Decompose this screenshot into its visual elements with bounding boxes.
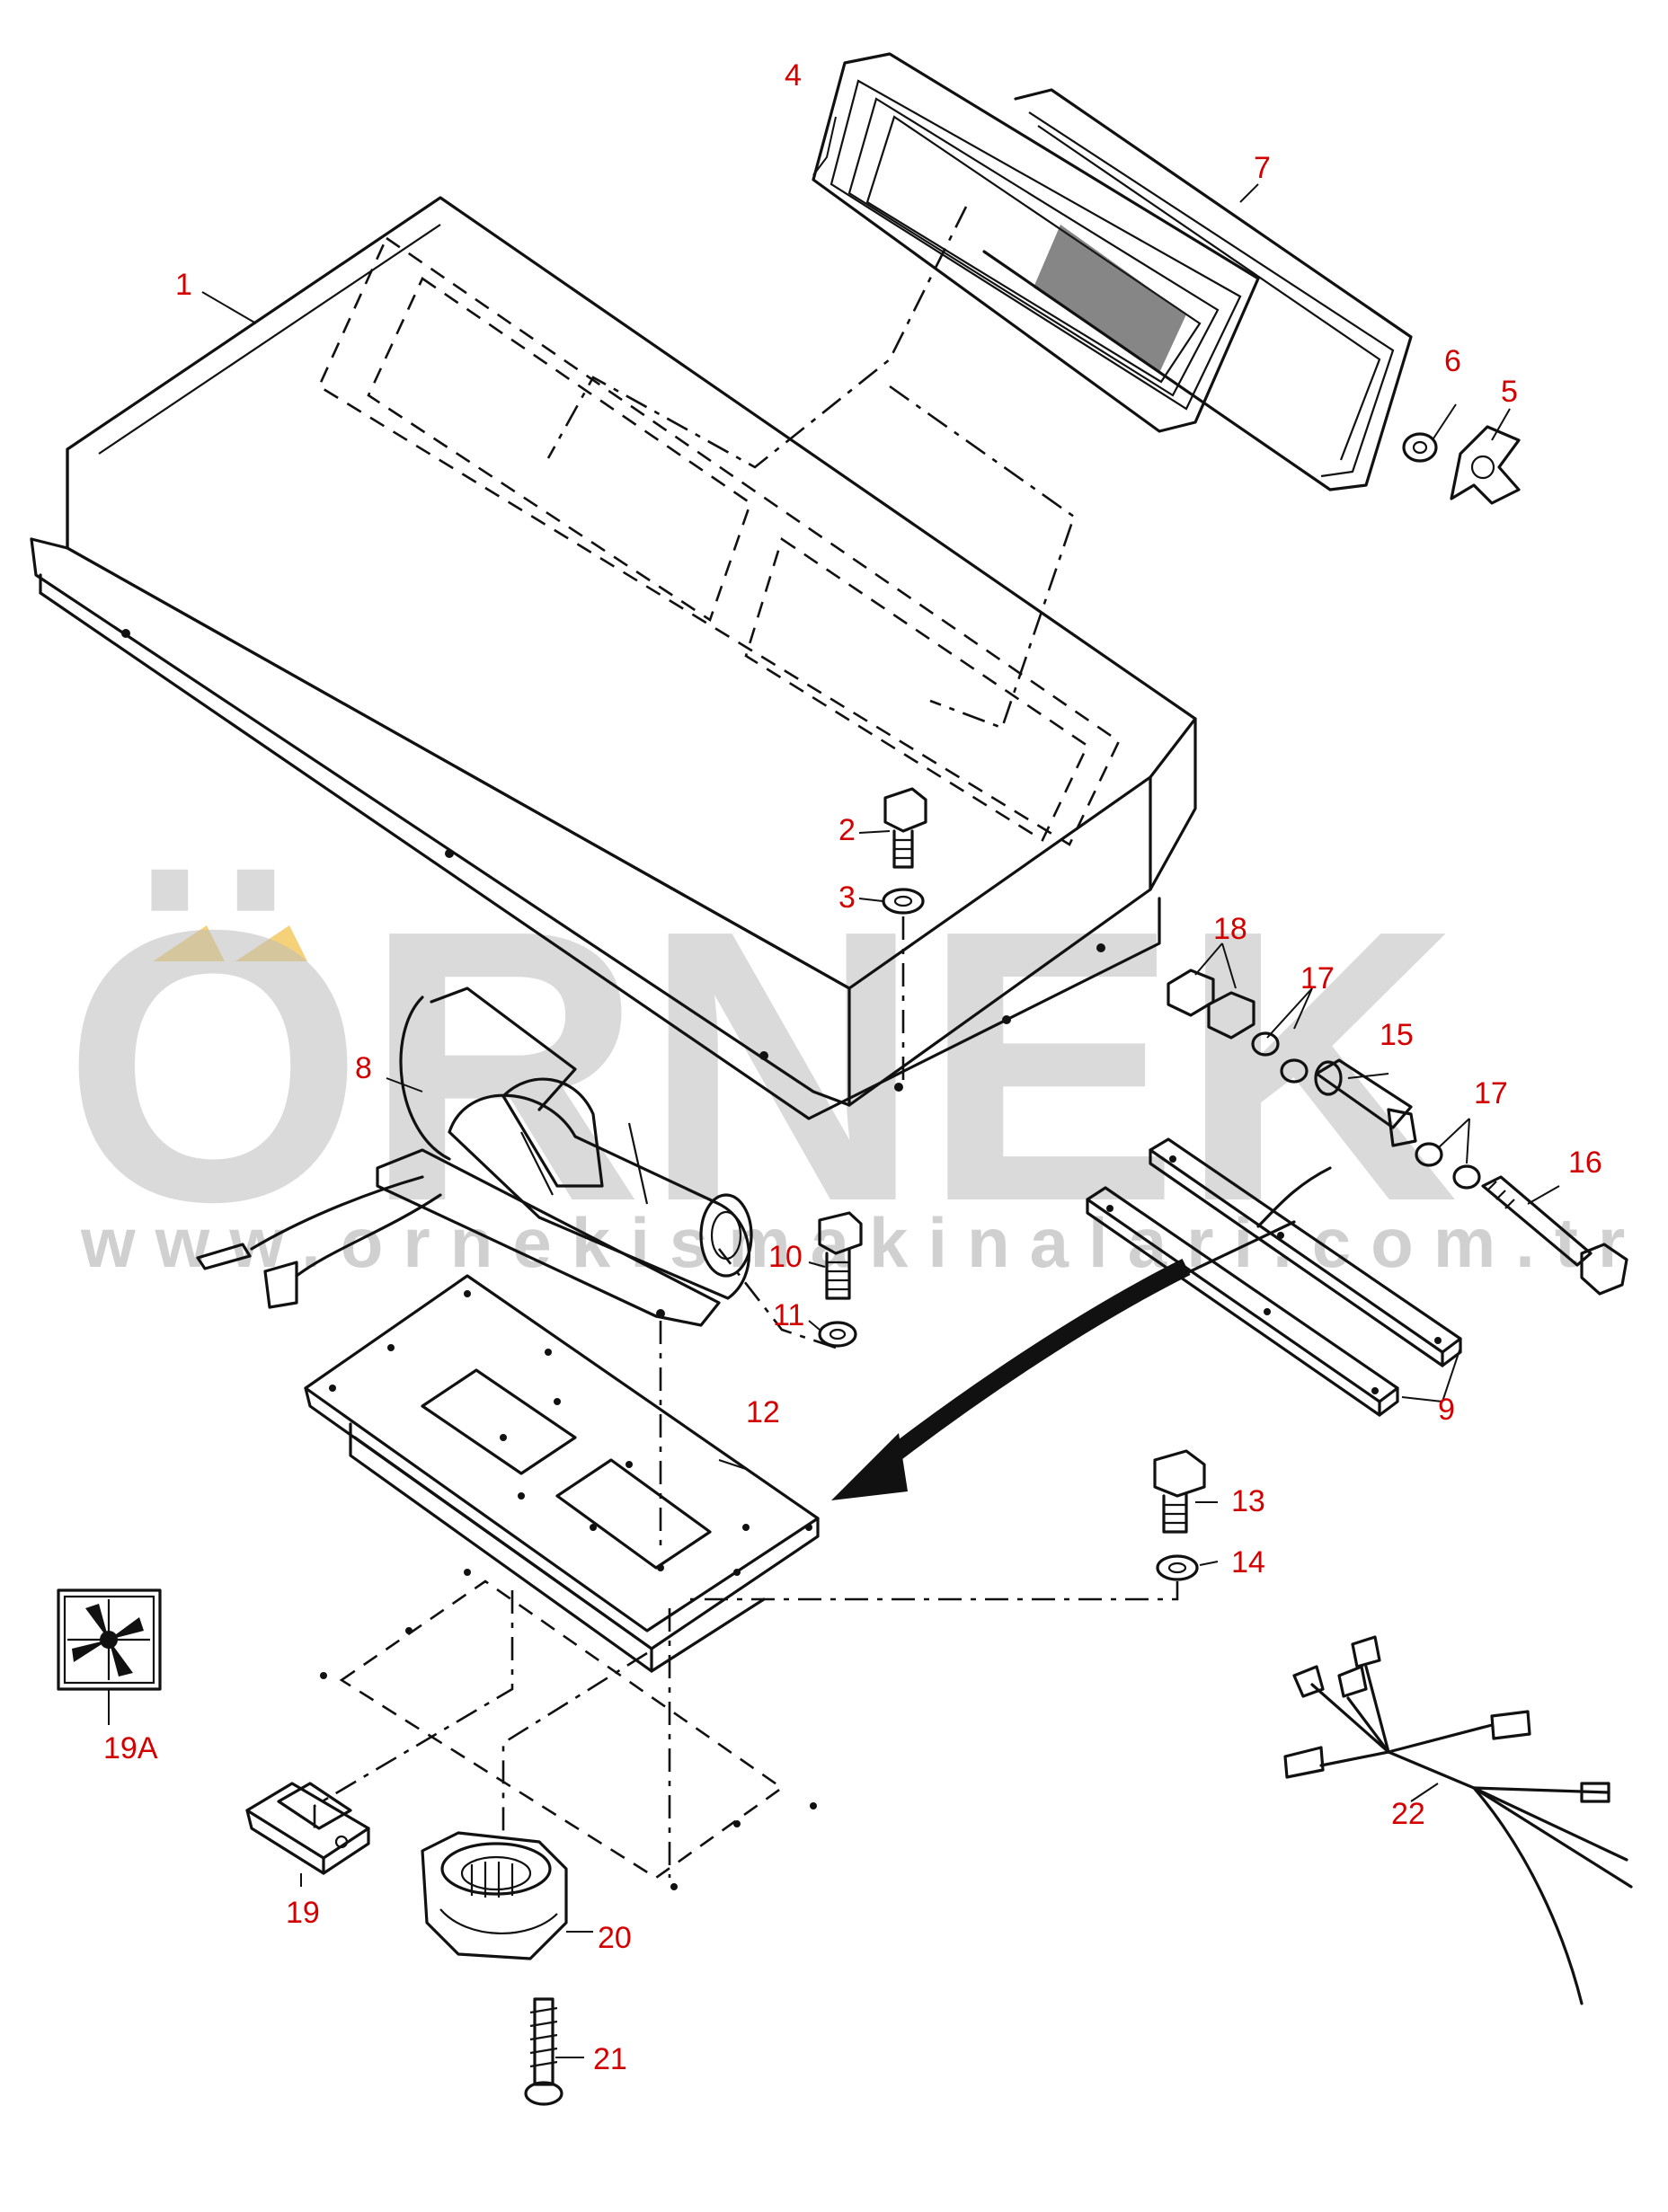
part-6-washer — [1402, 432, 1438, 463]
callout-7: 7 — [1254, 151, 1271, 185]
callout-5: 5 — [1501, 375, 1518, 409]
callout-17b: 17 — [1474, 1076, 1508, 1110]
part-7-filter-frame — [982, 88, 1413, 491]
callout-3: 3 — [838, 880, 856, 915]
callout-14: 14 — [1231, 1545, 1265, 1579]
callout-12: 12 — [746, 1395, 780, 1429]
part-18-nuts — [1167, 969, 1255, 1040]
callout-21: 21 — [593, 2042, 627, 2076]
part-19-switch — [245, 1782, 370, 1875]
watermark-accent-left — [153, 925, 225, 961]
part-13-bolt — [1153, 1449, 1206, 1534]
part-22-wire-harness — [1283, 1635, 1633, 2005]
part-16-bolt — [1481, 1175, 1628, 1296]
part-8-blower-motor — [196, 987, 753, 1327]
callout-17a: 17 — [1300, 961, 1335, 995]
part-21-screw — [524, 1997, 563, 2106]
callout-19a: 19A — [103, 1731, 158, 1765]
part-1-cover-housing — [30, 196, 1197, 1120]
part-10-bolt — [818, 1211, 863, 1300]
callout-15: 15 — [1380, 1018, 1414, 1052]
callout-13: 13 — [1231, 1484, 1265, 1518]
watermark-brand: ÖRNEK — [63, 851, 1459, 1282]
watermark: ÖRNEK www.ornekismakinalari.com.tr — [63, 851, 1625, 1282]
callout-20: 20 — [598, 1921, 632, 1955]
callout-18: 18 — [1213, 912, 1247, 946]
assembly-arrow — [831, 1166, 1332, 1500]
callout-8: 8 — [355, 1051, 372, 1085]
part-17-washers — [1251, 1031, 1481, 1190]
part-11-washer — [818, 1321, 857, 1348]
callout-6: 6 — [1444, 344, 1461, 378]
callout-11: 11 — [773, 1298, 804, 1332]
part-15-switch — [1314, 1058, 1417, 1147]
callout-16: 16 — [1568, 1146, 1602, 1180]
callout-9: 9 — [1438, 1393, 1455, 1427]
part-12-mounting-plate — [304, 1274, 820, 1673]
part-20-grommet — [421, 1831, 568, 1960]
part-4-filter — [812, 52, 1260, 433]
callout-1: 1 — [175, 268, 192, 302]
watermark-accent-right — [235, 925, 307, 961]
callout-2: 2 — [838, 813, 856, 847]
part-3-washer — [882, 888, 925, 915]
part-9-brackets — [1086, 1137, 1462, 1417]
callout-22: 22 — [1391, 1797, 1425, 1831]
part-14-washer — [1156, 1554, 1199, 1581]
callout-19: 19 — [286, 1896, 320, 1930]
leader-lines — [108, 116, 1560, 2058]
part-2-bolt — [883, 787, 927, 869]
callout-10: 10 — [768, 1240, 803, 1274]
part-19a-fan-icon — [57, 1588, 162, 1691]
part-5-wing-nut — [1450, 425, 1521, 505]
callout-labels: 1 2 3 4 5 6 7 8 9 10 11 12 13 14 15 16 1… — [103, 58, 1602, 2076]
callout-4: 4 — [785, 58, 802, 93]
